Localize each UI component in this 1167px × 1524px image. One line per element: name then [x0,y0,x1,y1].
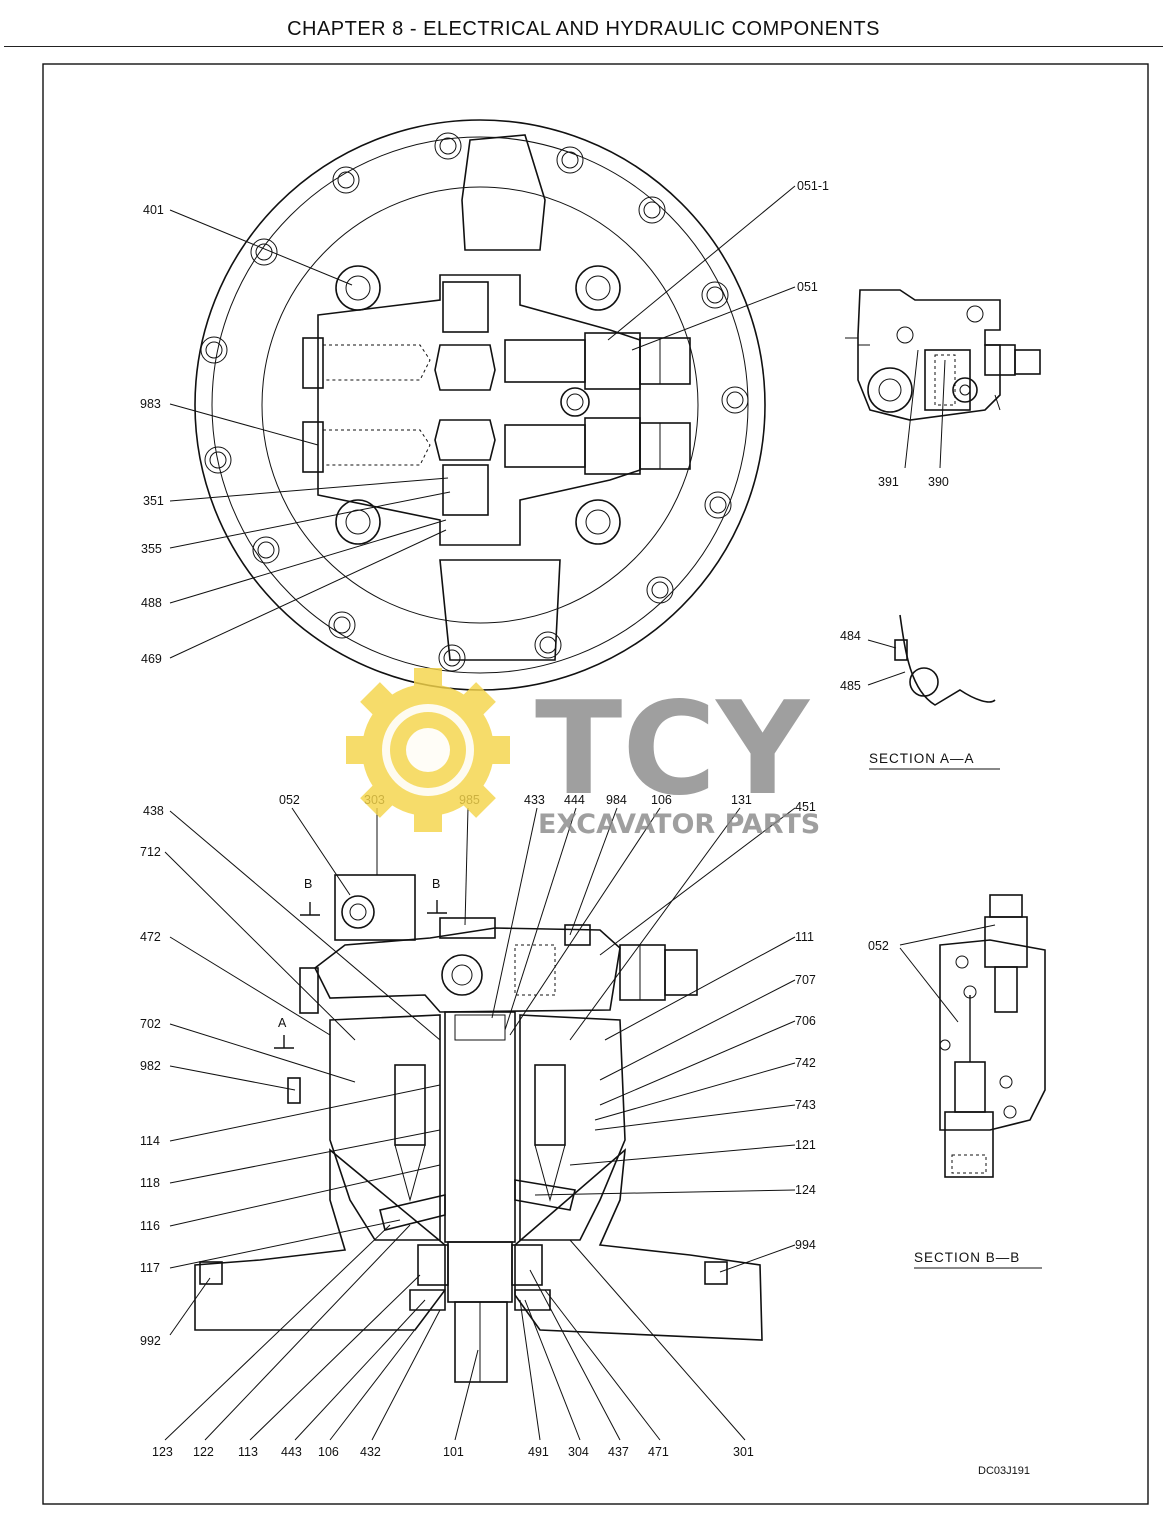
callout-983: 983 [140,397,161,411]
header-rule [4,46,1163,47]
callout-114: 114 [140,1134,160,1148]
callout-301: 301 [733,1445,754,1459]
callout-117: 117 [140,1261,160,1275]
callout-051-1: 051-1 [797,179,829,193]
main-section-leaders [164,807,796,1441]
callout-469: 469 [141,652,162,666]
callout-106-top: 106 [651,793,672,807]
callout-984: 984 [606,793,627,807]
section-b-b-title: SECTION B—B [914,1250,1020,1265]
callout-472: 472 [140,930,161,944]
callout-131: 131 [731,793,752,807]
section-b-b-drawing [899,894,1046,1178]
callout-488: 488 [141,596,162,610]
section-mark-b-right: B [432,877,440,891]
callout-111: 111 [795,930,814,944]
callout-743: 743 [795,1098,816,1112]
flange-bolt-holes [200,132,749,672]
callout-992: 992 [140,1334,161,1348]
callout-443: 443 [281,1445,302,1459]
gear-logo-icon [346,668,510,832]
callout-401: 401 [143,203,164,217]
callout-712: 712 [140,845,161,859]
callout-471: 471 [648,1445,669,1459]
watermark-subtitle: EXCAVATOR PARTS [538,809,820,840]
section-a-a-drawing [867,614,996,706]
callout-390: 390 [928,475,949,489]
callout-121: 121 [795,1138,816,1152]
callout-484: 484 [840,629,861,643]
section-a-a-title: SECTION A—A [869,751,975,766]
callout-432: 432 [360,1445,381,1459]
callout-438: 438 [143,804,164,818]
callout-433: 433 [524,793,545,807]
callout-742: 742 [795,1056,816,1070]
callout-485: 485 [840,679,861,693]
callout-451: 451 [795,800,816,814]
callout-122: 122 [193,1445,214,1459]
callout-437: 437 [608,1445,629,1459]
callout-118: 118 [140,1176,160,1190]
callout-982: 982 [140,1059,161,1073]
callout-994: 994 [795,1238,816,1252]
callout-702: 702 [140,1017,161,1031]
callout-106-bottom: 106 [318,1445,339,1459]
top-view-motor [194,119,766,691]
drawing-code: DC03J191 [978,1465,1030,1477]
callout-491: 491 [528,1445,549,1459]
callout-113: 113 [238,1445,258,1459]
side-detail [845,289,1041,469]
callout-444: 444 [564,793,585,807]
drawing-frame [42,63,1149,1505]
chapter-title: CHAPTER 8 - ELECTRICAL AND HYDRAULIC COM… [287,18,880,40]
callout-707: 707 [795,973,816,987]
callout-706: 706 [795,1014,816,1028]
tcy-watermark: TCY EXCAVATOR PARTS [346,668,820,840]
callout-052: 052 [279,793,300,807]
callout-351: 351 [143,494,164,508]
top-view-leaders [169,185,796,659]
callout-123: 123 [152,1445,173,1459]
callout-304: 304 [568,1445,589,1459]
callout-391: 391 [878,475,899,489]
section-mark-b-left: B [304,877,312,891]
callout-124: 124 [795,1183,816,1197]
section-mark-a: A [278,1016,287,1030]
callout-116: 116 [140,1219,160,1233]
callout-355: 355 [141,542,162,556]
main-cross-section [194,874,763,1383]
watermark-brand: TCY [535,675,810,824]
callout-052-section-b: 052 [868,939,889,953]
callout-101: 101 [443,1445,464,1459]
callout-051: 051 [797,280,818,294]
